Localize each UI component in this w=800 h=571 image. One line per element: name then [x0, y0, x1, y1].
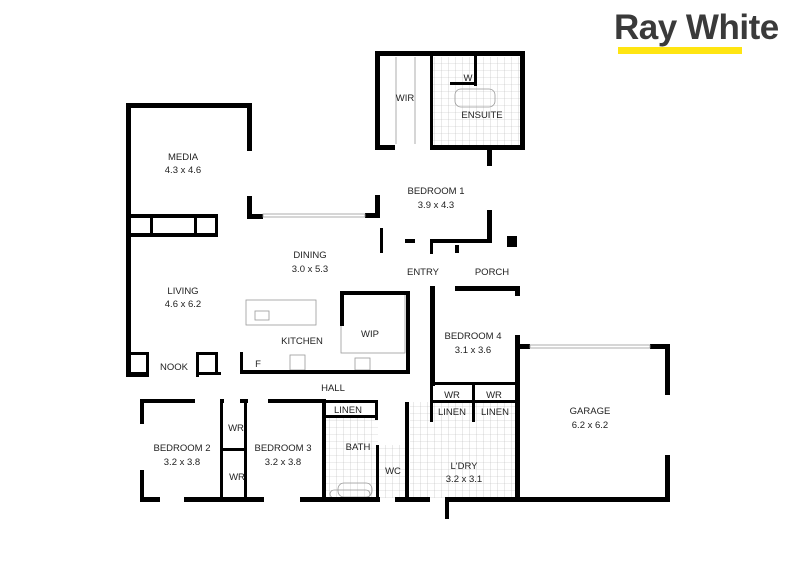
room-ensuite-name: ENSUITE: [461, 110, 502, 121]
room-bedroom1-size: 3.9 x 4.3: [418, 200, 454, 211]
room-wr-bed2-name: WR: [228, 423, 244, 434]
room-garage-name: GARAGE: [570, 406, 611, 417]
room-kitchen-name: KITCHEN: [281, 336, 323, 347]
room-living-name: LIVING: [167, 286, 198, 297]
room-wir-name: WIR: [396, 93, 415, 104]
room-w-name: W: [464, 73, 473, 84]
room-dining-name: DINING: [293, 250, 326, 261]
wip-shelves: [340, 292, 406, 354]
room-wr-1-name: WR: [444, 390, 460, 401]
room-garage-size: 6.2 x 6.2: [572, 420, 608, 431]
room-bedroom2-size: 3.2 x 3.8: [164, 457, 200, 468]
room-labels: MEDIA 4.3 x 4.6 WIR W ENSUITE BEDROOM 1 …: [153, 73, 610, 485]
sink: [254, 310, 270, 321]
room-bedroom3-size: 3.2 x 3.8: [265, 457, 301, 468]
room-linen-2-name: LINEN: [481, 407, 509, 418]
ensuite-bath: [454, 88, 496, 108]
room-bedroom4-size: 3.1 x 3.6: [455, 345, 491, 356]
room-hall-name: HALL: [321, 383, 345, 394]
room-living-size: 4.6 x 6.2: [165, 299, 201, 310]
room-wr-2-name: WR: [486, 390, 502, 401]
room-bedroom2-name: BEDROOM 2: [153, 443, 210, 454]
room-linen-hall-name: LINEN: [334, 405, 362, 416]
room-wc-name: WC: [385, 466, 401, 477]
room-nook-name: NOOK: [160, 362, 189, 373]
room-wr-bed3-name: WR: [229, 472, 245, 483]
kitchen-sink: [354, 357, 371, 371]
room-laundry-name: L'DRY: [451, 461, 479, 472]
room-laundry-size: 3.2 x 3.1: [446, 474, 482, 485]
logo-yellow-bar: [618, 47, 742, 54]
room-entry-name: ENTRY: [407, 267, 440, 278]
walls: [126, 51, 670, 519]
room-bedroom1-name: BEDROOM 1: [407, 186, 464, 197]
cooktop: [289, 354, 306, 371]
room-bath-name: BATH: [346, 442, 371, 453]
fridge-label: F: [255, 359, 261, 370]
ray-white-logo: Ray White: [614, 8, 779, 47]
room-bedroom3-name: BEDROOM 3: [254, 443, 311, 454]
room-wip-name: WIP: [361, 329, 379, 340]
room-linen-1-name: LINEN: [438, 407, 466, 418]
room-dining-size: 3.0 x 5.3: [292, 264, 328, 275]
room-bedroom4-name: BEDROOM 4: [444, 331, 501, 342]
room-media-size: 4.3 x 4.6: [165, 165, 201, 176]
room-media-name: MEDIA: [168, 152, 199, 163]
room-porch-name: PORCH: [475, 267, 509, 278]
kitchen-island: [245, 299, 317, 326]
